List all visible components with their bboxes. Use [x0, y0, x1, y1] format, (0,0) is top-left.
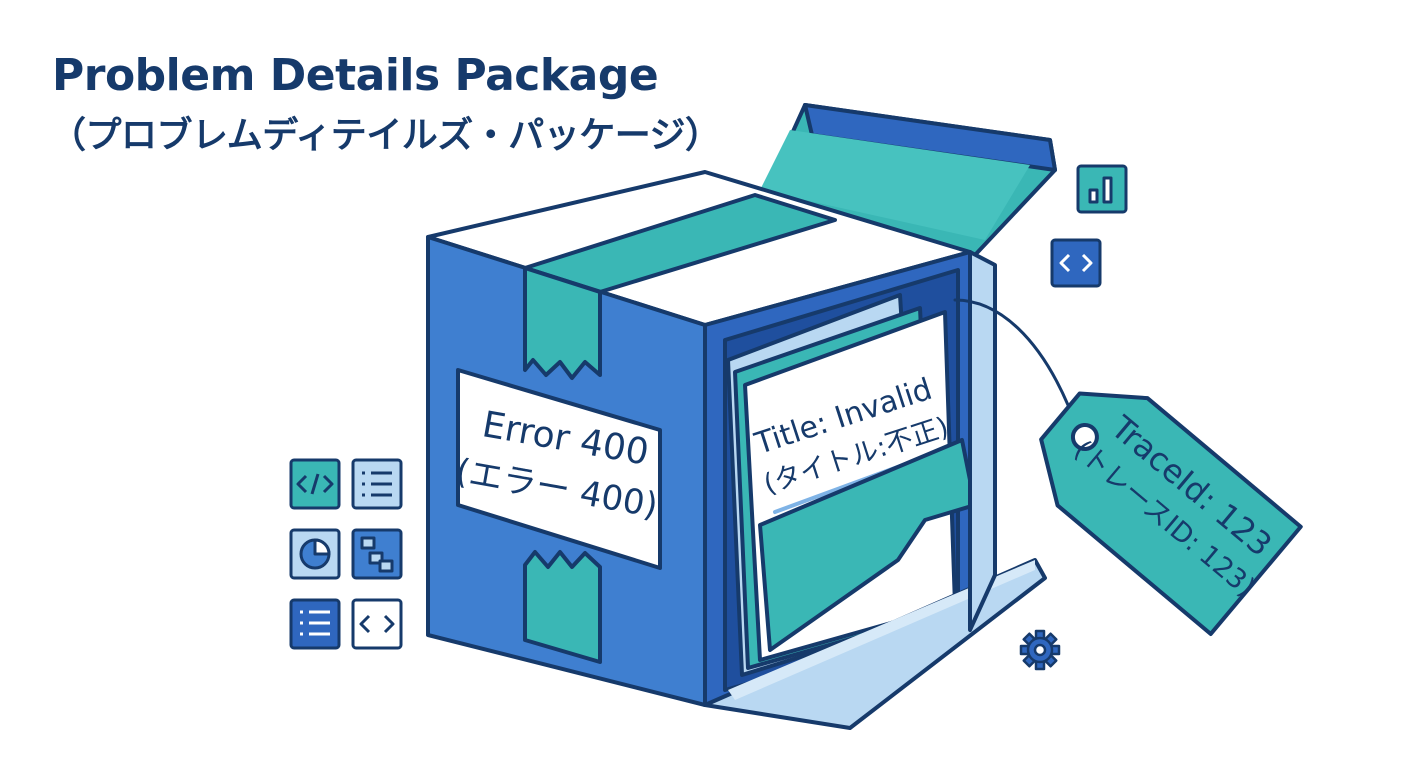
page-title: Problem Details Package	[52, 50, 659, 101]
page-subtitle: （プロブレムディテイルズ・パッケージ）	[50, 115, 721, 156]
trace-tag	[1039, 391, 1303, 636]
box-tape-front-bottom	[523, 550, 602, 664]
code-icon	[1050, 238, 1102, 288]
code-icon	[289, 458, 341, 510]
list-icon	[351, 458, 403, 510]
gear-icon	[1019, 629, 1061, 671]
code-icon	[351, 598, 403, 650]
bar-chart-icon	[1076, 164, 1128, 214]
error-label	[456, 368, 662, 570]
folder-flap	[758, 438, 977, 652]
hierarchy-icon	[351, 528, 403, 580]
box-tape-front-top	[523, 266, 602, 380]
pie-chart-icon	[289, 528, 341, 580]
list-icon	[289, 598, 341, 650]
